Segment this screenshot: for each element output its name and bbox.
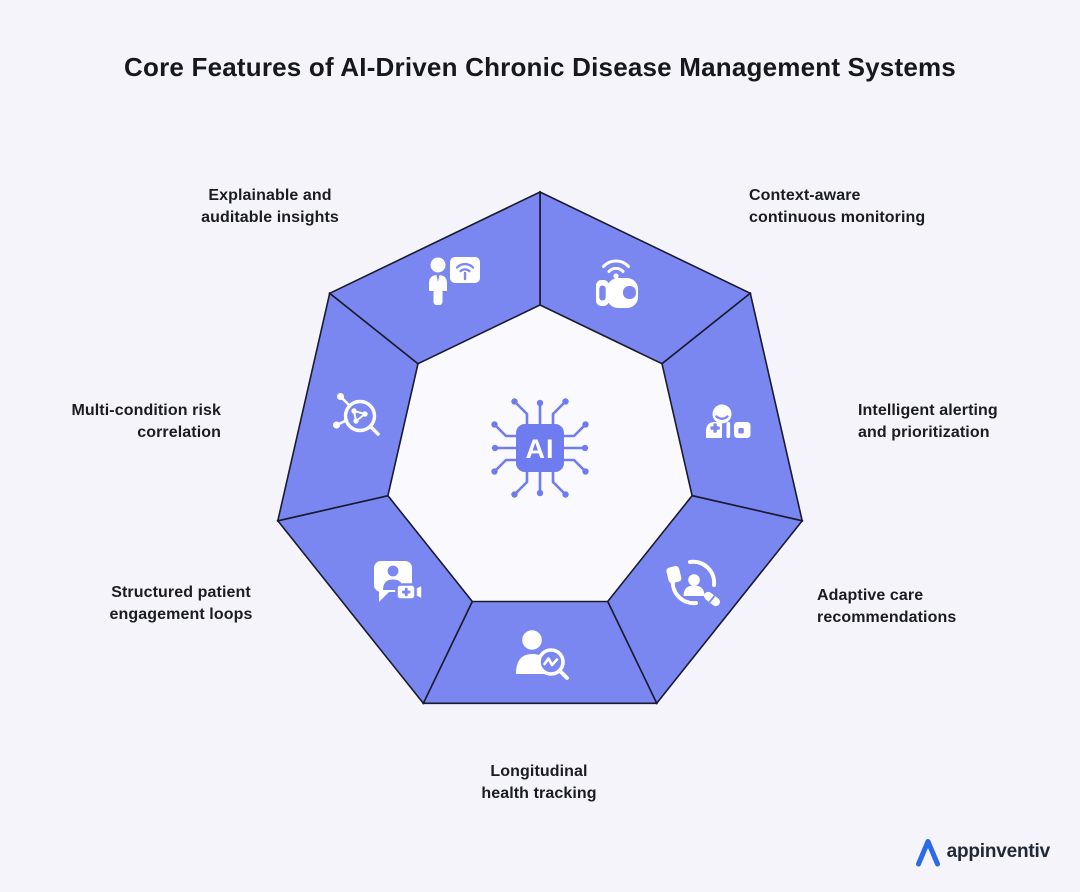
patient-cycle-pill-icon <box>666 559 720 607</box>
brand-logo: appinventiv <box>915 836 1050 868</box>
feature-label-line: continuous monitoring <box>749 209 926 226</box>
appinventiv-triangle-logo-icon <box>915 839 940 867</box>
ai-chip-body <box>516 424 564 472</box>
ai-chip-label: AI <box>526 434 555 464</box>
feature-label-line: recommendations <box>817 609 957 626</box>
feature-label-line: engagement loops <box>109 606 253 623</box>
feature-label-line: health tracking <box>481 785 597 802</box>
feature-label-line: Explainable and <box>208 187 332 204</box>
smartwatch-signal-icon <box>596 259 638 308</box>
feature-label-risk: Multi-condition risk correlation <box>1 400 221 444</box>
feature-label-line: correlation <box>137 424 221 441</box>
feature-label-line: and prioritization <box>858 424 990 441</box>
feature-label-line: Intelligent alerting <box>858 402 998 419</box>
clinician-device-icon <box>706 404 751 438</box>
person-trend-magnifier-icon <box>516 630 569 680</box>
feature-label-line: Context-aware <box>749 187 861 204</box>
feature-label-adaptive: Adaptive care recommendations <box>817 585 956 629</box>
ai-chip-icon: AI <box>491 398 589 498</box>
feature-label-line: auditable insights <box>201 209 339 226</box>
feature-label-line: Structured patient <box>111 584 251 601</box>
feature-label-longitudinal: Longitudinal health tracking <box>389 761 689 805</box>
feature-label-alerting: Intelligent alerting and prioritization <box>858 400 998 444</box>
brand-logo-text: appinventiv <box>946 841 1051 862</box>
chat-person-video-icon <box>374 561 423 602</box>
feature-label-line: Multi-condition risk <box>71 402 221 419</box>
feature-label-line: Longitudinal <box>490 763 588 780</box>
person-presentation-icon <box>429 257 480 305</box>
feature-label-monitoring: Context-aware continuous monitoring <box>749 185 925 229</box>
feature-label-engagement: Structured patient engagement loops <box>31 582 331 626</box>
network-magnifier-icon <box>333 393 380 436</box>
feature-label-explainable: Explainable and auditable insights <box>120 185 420 229</box>
page-title: Core Features of AI-Driven Chronic Disea… <box>124 52 956 82</box>
feature-label-line: Adaptive care <box>817 587 924 604</box>
